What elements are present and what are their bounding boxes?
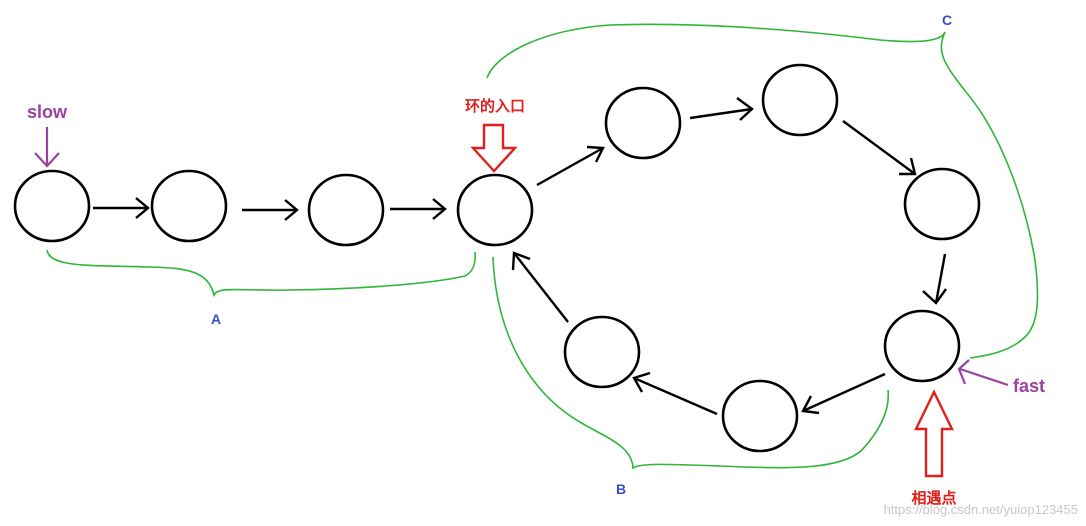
arrowhead-node3-entrance (432, 198, 447, 220)
meeting-point-arrow (914, 389, 954, 478)
arrowhead-ring3-meeting (922, 288, 947, 305)
arrowhead-ring1-ring2 (736, 97, 754, 121)
meeting-point-node (883, 309, 961, 383)
fast-pointer-arrowhead (957, 359, 970, 385)
arrow-entrance-ring1 (536, 146, 604, 187)
arrowhead-ring5-ring6 (632, 371, 651, 393)
arrowhead-node1-node2 (135, 197, 150, 219)
arrow-ring2-ring3 (842, 120, 916, 175)
watermark: https://blog.csdn.net/yuiop123455 (884, 502, 1078, 517)
slow-pointer-arrowhead (34, 152, 60, 168)
ring-node-6 (563, 315, 641, 389)
arrowhead-meeting-ring5 (801, 395, 820, 415)
arrow-ring3-meeting (934, 253, 947, 304)
ring-node-3 (903, 167, 981, 241)
arrowhead-ring6-entrance (511, 251, 531, 271)
arrow-ring1-ring2 (689, 107, 753, 120)
list-arrows (93, 97, 947, 416)
list-node-2 (150, 169, 228, 243)
arrowhead-node2-node3 (284, 199, 299, 221)
ring-entrance-label: 环的入口 (465, 97, 525, 115)
segment-b-label: B (616, 481, 626, 497)
list-node-3 (307, 173, 385, 247)
slow-label: slow (27, 102, 68, 122)
arrow-ring5-ring6 (633, 376, 718, 416)
ring-node-5 (721, 379, 799, 453)
arrow-meeting-ring5 (802, 372, 886, 413)
segment-b-brace (492, 256, 890, 470)
segment-a-brace (46, 249, 476, 298)
arrowhead-ring2-ring3 (899, 157, 917, 176)
ring-node-2 (761, 63, 839, 137)
meeting-point-label: 相遇点 (911, 489, 956, 507)
fast-pointer-arrow (959, 367, 1009, 387)
ring-node-1 (604, 86, 682, 160)
fast-label: fast (1013, 376, 1045, 396)
segment-c-brace (486, 23, 1039, 359)
ring-entrance-arrow (470, 123, 518, 173)
arrow-ring6-entrance (513, 252, 569, 323)
segment-a-label: A (211, 311, 221, 327)
ring-entrance-node (456, 173, 534, 247)
list-node-1 (13, 169, 91, 243)
arrowhead-entrance-ring1 (586, 145, 605, 163)
segment-c-label: C (942, 12, 952, 28)
